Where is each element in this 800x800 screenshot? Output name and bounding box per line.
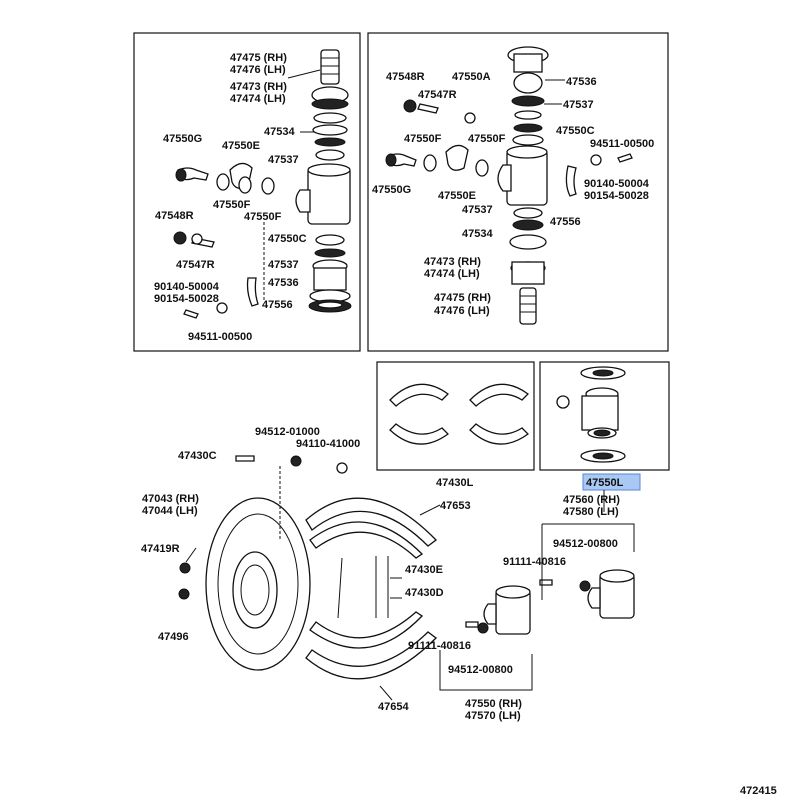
- part-number-label: 47550F: [404, 133, 442, 145]
- part-number-label: 47654: [378, 701, 409, 713]
- part-number-label: 47560 (RH): [563, 494, 620, 506]
- frame-shoe-kit: [376, 361, 535, 471]
- part-number-label: 47473 (RH): [424, 256, 481, 268]
- labels-top-right: 47548R 47550A 47547R 47536 47537 47550F …: [372, 71, 654, 317]
- part-number-label: 47548R: [155, 210, 194, 222]
- part-number-label: 47537: [563, 99, 594, 111]
- part-number-label: 47475 (RH): [434, 292, 491, 304]
- part-number-label: 47547R: [176, 259, 215, 271]
- brake-shoes: [305, 497, 437, 680]
- part-number-label: 90154-50028: [584, 190, 649, 202]
- part-number-label: 94512-00800: [448, 664, 513, 676]
- part-number-label: 47580 (LH): [563, 506, 619, 518]
- part-number-label: 94511-00500: [188, 331, 252, 343]
- frame-top-left: [133, 32, 361, 352]
- labels-bottom: 94512-01000 94110-41000 47430C 47043 (RH…: [141, 426, 620, 722]
- part-number-label: 47550L: [586, 477, 624, 489]
- part-number-label: 47550C: [556, 125, 595, 137]
- part-number-label: 47043 (RH): [142, 493, 199, 505]
- part-number-label: 47536: [268, 277, 299, 289]
- frame-top-right: [367, 32, 669, 352]
- part-number-label: 91111-40816: [503, 556, 566, 568]
- cylinder-assembly-left: [246, 49, 352, 313]
- small-parts-left: [173, 162, 275, 319]
- part-number-label: 47556: [550, 216, 581, 228]
- wheel-cylinders-bottom: [465, 569, 635, 635]
- part-number-label: 47570 (LH): [465, 710, 521, 722]
- part-number-label: 47550G: [372, 184, 411, 196]
- part-number-label: 47550F: [468, 133, 506, 145]
- part-number-label: 47430E: [405, 564, 443, 576]
- part-number-label: 94511-00500: [590, 138, 654, 150]
- shoe-kit: [389, 383, 529, 445]
- part-number-label: 47534: [264, 126, 295, 138]
- part-number-label: 47430C: [178, 450, 217, 462]
- diagram-code: 472415: [740, 785, 777, 797]
- cylinder-kit: [556, 366, 626, 463]
- backing-plate: [205, 466, 311, 671]
- part-number-label: 47476 (LH): [434, 305, 490, 317]
- part-number-label: 47550G: [163, 133, 202, 145]
- highlight-47550L[interactable]: [582, 473, 641, 491]
- part-number-label: 90140-50004: [584, 178, 650, 190]
- part-number-label: 94512-00800: [553, 538, 618, 550]
- part-number-label: 47550F: [213, 199, 251, 211]
- part-number-label: 47550E: [438, 190, 476, 202]
- part-number-label: 94110-41000: [296, 438, 360, 450]
- part-number-label: 47537: [268, 259, 299, 271]
- small-parts-right: [385, 99, 633, 197]
- part-number-label: 47430L: [436, 477, 474, 489]
- part-number-label: 47653: [440, 500, 471, 512]
- part-number-label: 47474 (LH): [424, 268, 480, 280]
- part-number-label: 47476 (LH): [230, 64, 286, 76]
- frame-cylinder-kit: [539, 361, 670, 471]
- part-number-label: 94512-01000: [255, 426, 320, 438]
- part-number-label: 47550F: [244, 211, 282, 223]
- leader-lines: [185, 69, 635, 701]
- part-number-label: 47550 (RH): [465, 698, 522, 710]
- part-number-label: 47547R: [418, 89, 457, 101]
- labels-top-left: 47475 (RH) 47476 (LH) 47473 (RH) 47474 (…: [154, 52, 307, 343]
- part-number-label: 47550A: [452, 71, 491, 83]
- part-number-label: 47474 (LH): [230, 93, 286, 105]
- part-number-label: 90154-50028: [154, 293, 219, 305]
- part-number-label: 47556: [262, 299, 293, 311]
- part-number-label: 47430D: [405, 587, 444, 599]
- part-number-label: 47496: [158, 631, 189, 643]
- part-number-label: 47419R: [141, 543, 180, 555]
- part-number-label: 47473 (RH): [230, 81, 287, 93]
- part-number-label: 47537: [462, 204, 493, 216]
- part-number-label: 91111-40816: [408, 640, 471, 652]
- part-number-label: 47550E: [222, 140, 260, 152]
- part-number-label: 47550C: [268, 233, 307, 245]
- part-number-label: 47537: [268, 154, 299, 166]
- cylinder-assembly-right: [497, 46, 549, 325]
- part-number-label: 47548R: [386, 71, 425, 83]
- part-number-label: 47536: [566, 76, 597, 88]
- part-number-label: 47534: [462, 228, 493, 240]
- fasteners-bottom: [178, 455, 348, 600]
- part-number-label: 47044 (LH): [142, 505, 198, 517]
- labels-kits: 47430L 47550L: [436, 477, 624, 489]
- part-number-label: 90140-50004: [154, 281, 220, 293]
- part-number-label: 47475 (RH): [230, 52, 287, 64]
